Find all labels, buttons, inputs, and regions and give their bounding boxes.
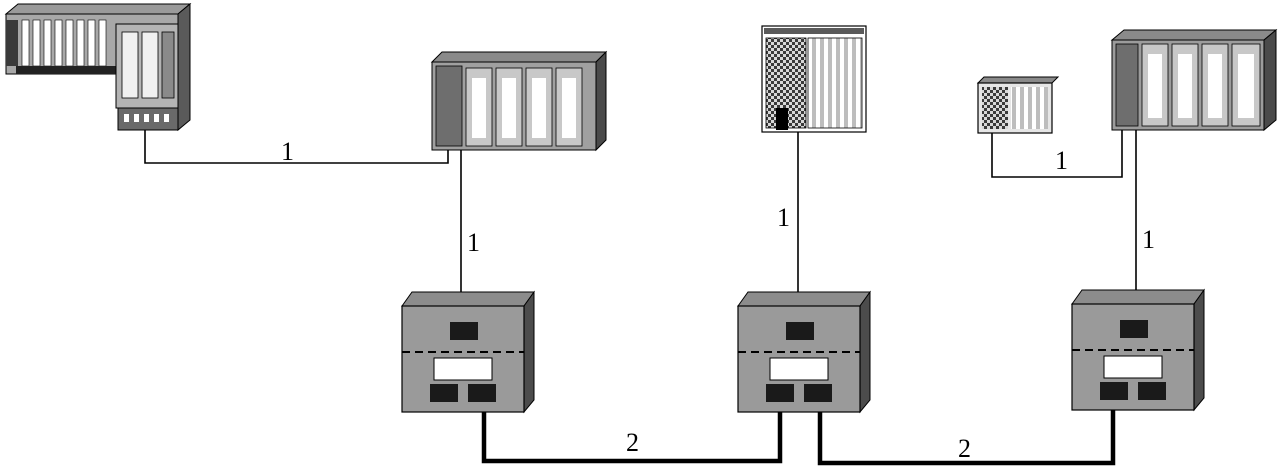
olm-left — [401, 290, 535, 414]
olm-right — [1071, 288, 1205, 412]
s7-300-plc-rack — [430, 50, 608, 152]
label-link-s7-400-olm-right: 1 — [1142, 225, 1155, 254]
label-link-et200-s7-300: 1 — [281, 137, 294, 166]
label-link-hmi-olm-middle: 1 — [777, 203, 790, 232]
fiber-left-to-middle — [481, 398, 783, 464]
olm-middle — [737, 290, 871, 414]
link-compact-io-to-s7-400 — [991, 130, 1123, 178]
label-fiber-left-middle: 2 — [626, 428, 639, 457]
link-et200-to-s7-300 — [144, 130, 449, 164]
compact-io-module — [976, 76, 1060, 134]
label-link-small-io-s7-400: 1 — [1055, 146, 1068, 175]
fiber-middle-to-right — [817, 398, 1116, 466]
hmi-operator-panel — [761, 25, 867, 133]
s7-400-plc-rack — [1110, 28, 1278, 132]
et200-distributed-io — [4, 2, 192, 132]
fiber-links — [481, 398, 1116, 466]
label-fiber-middle-right: 2 — [958, 434, 971, 463]
profibus-links — [144, 130, 1137, 320]
label-link-s7-300-olm-left: 1 — [467, 228, 480, 257]
